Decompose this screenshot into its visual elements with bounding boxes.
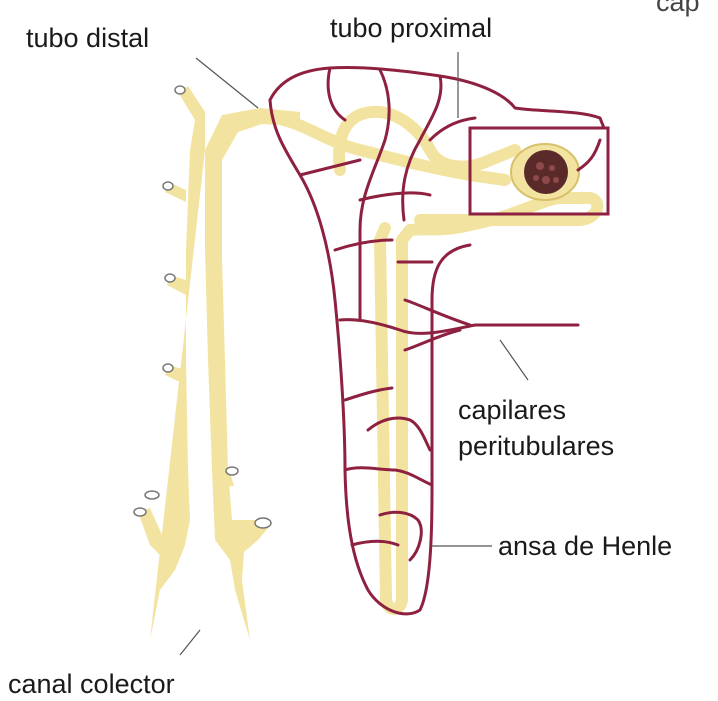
capilares-label-line1: capilares	[458, 394, 566, 426]
leader-capilares	[500, 340, 528, 380]
canal-colector-label: canal colector	[8, 668, 175, 700]
capilares-label-line2: peritubulares	[458, 430, 614, 462]
collecting-duct	[134, 86, 300, 640]
ansa-de-henle-label: ansa de Henle	[498, 530, 672, 562]
tubo-distal-label: tubo distal	[26, 22, 149, 54]
tubo-proximal-label: tubo proximal	[330, 12, 492, 44]
leader-tubo-distal	[196, 58, 258, 108]
corner-fragment-label: cap	[656, 0, 700, 18]
glomerulus	[511, 144, 579, 200]
leader-canal-colector	[180, 630, 200, 655]
